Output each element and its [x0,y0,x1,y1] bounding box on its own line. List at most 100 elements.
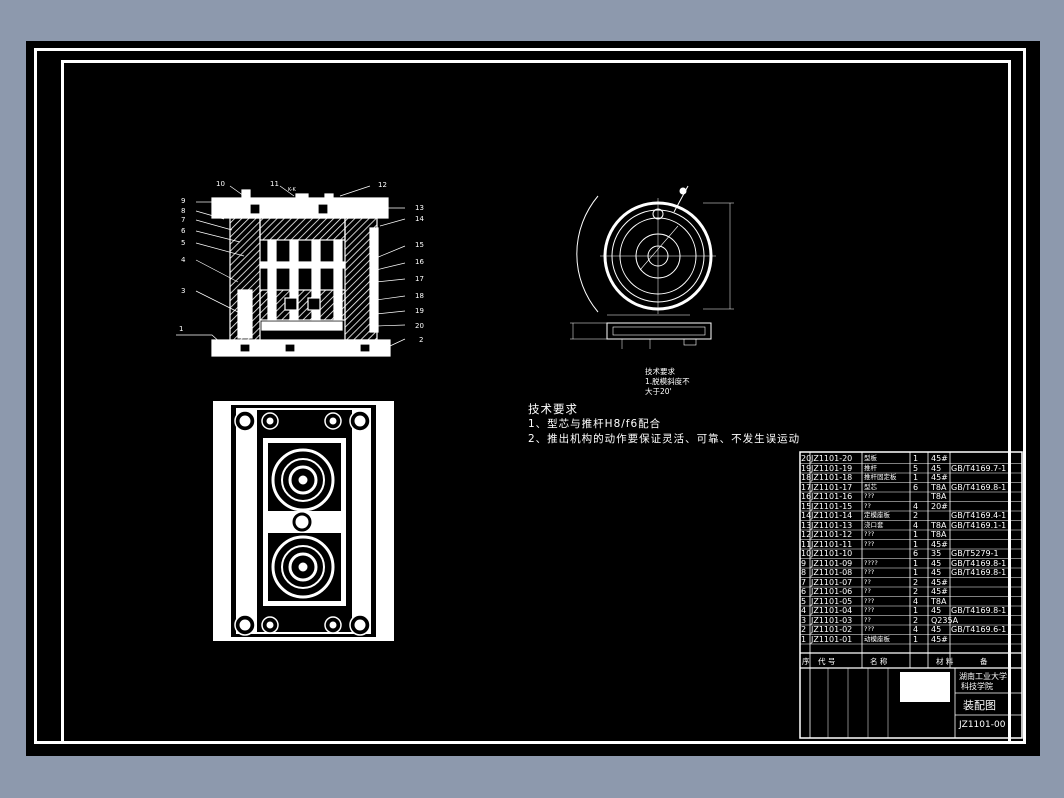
detail-notes: 技术要求 1.脱模斜度不 大于20' [645,366,690,396]
bom-cell-qty: 1 [913,568,919,577]
balloon-label: 8 [181,207,185,215]
detail-note-line: 1.脱模斜度不 [645,376,690,386]
bom-cell-no: 7 [801,577,807,587]
balloon-label: 6 [181,227,186,235]
bom-cell-no: 15 [801,501,812,511]
section-view-balloons: 9 8 7 6 5 4 3 1 10 11 12 K-K 13 14 15 16… [179,180,424,344]
bom-cell-no: 3 [801,615,807,625]
bom-cell-qty: 1 [913,606,919,615]
bom-cell-code: JZ1101-04 [811,606,853,615]
balloon-label: 7 [181,216,185,224]
plan-view [213,401,394,641]
balloon-label: 2 [419,336,423,344]
bom-cell-no: 12 [801,530,812,539]
bom-cell-mat: 45 [931,558,942,568]
bom-cell-no: 10 [801,549,812,558]
balloon-label: 16 [415,258,424,266]
bom-cell-mat: T8A [931,596,947,606]
bom-cell-name: ??? [864,539,875,548]
bom-cell-no: 9 [801,558,807,568]
bom-cell-no: 5 [801,596,807,606]
bom-cell-qty: 4 [913,520,919,530]
bom-cell-no: 2 [801,625,807,634]
bom-cell-mat: 45# [931,473,948,482]
bom-cell-no: 14 [801,511,812,520]
bom-cell-code: JZ1101-08 [811,568,853,577]
bom-cell-mat: 45 [931,606,942,615]
detail-note-line: 大于20' [645,386,672,396]
bom-cell-name: ??? [864,530,875,538]
bom-cell-qty: 5 [913,463,919,473]
bom-cell-code: JZ1101-02 [811,625,853,634]
bom-cell-name: ???? [864,558,878,567]
balloon-label: 11 [270,180,279,188]
bom-cell-std: GB/T4169.8-1 [951,558,1007,568]
bom-cell-code: JZ1101-01 [811,634,853,644]
bom-cell-name: 浇口套 [864,520,884,529]
bom-cell-name: ??? [864,596,875,605]
bom-cell-no: 8 [801,568,807,577]
bom-cell-std: GB/T4169.8-1 [951,568,1007,577]
bom-cell-qty: 1 [913,539,919,549]
bom-cell-std: GB/T4169.8-1 [951,606,1007,615]
bom-cell-code: JZ1101-07 [811,577,853,587]
bom-cell-mat: 45# [931,539,948,549]
balloon-label: 12 [378,181,387,189]
bom-cell-mat: 45# [931,577,948,587]
bom-cell-std: GB/T4169.7-1 [951,463,1007,473]
bom-cell-std: GB/T4169.4-1 [951,511,1007,520]
bom-cell-std: GB/T5279-1 [951,549,999,558]
bom-cell-code: JZ1101-18 [811,473,853,482]
balloon-label: 14 [415,215,424,223]
bom-cell-code: JZ1101-12 [811,530,853,539]
drawing-canvas [26,41,1040,756]
bom-cell-code: JZ1101-03 [811,615,853,625]
bom-cell-mat: 20# [931,501,948,511]
bom-cell-qty: 6 [913,549,919,558]
bom-cell-mat: T8A [931,530,947,539]
bom-cell-name: ??? [864,625,875,633]
bom-cell-no: 16 [801,492,812,501]
bom-cell-no: 11 [801,539,812,549]
bom-cell-code: JZ1101-20 [811,454,853,463]
title-block: 湖南工业大学 科技学院 装配图 JZ1101-00 [955,668,1022,738]
part-detail-view [570,185,734,349]
bom-cell-mat: Q235A [931,615,959,625]
bom-cell-no: 13 [801,520,812,530]
section-view [211,189,391,357]
bom-cell-qty: 4 [913,596,919,606]
balloon-label: 5 [181,239,185,247]
school-name-line2: 科技学院 [961,682,993,691]
bom-cell-name: 推杆 [864,463,877,472]
bom-cell-mat: 45 [931,625,942,634]
bom-cell-std: GB/T4169.6-1 [951,625,1007,634]
bom-cell-code: JZ1101-14 [811,511,853,520]
bom-cell-mat: T8A [931,482,947,492]
bom-cell-name: 型芯 [864,482,877,491]
bom-cell-code: JZ1101-10 [811,549,853,558]
bom-cell-name: 动模座板 [864,634,890,643]
bom-cell-mat: T8A [931,492,947,501]
bom-cell-code: JZ1101-09 [811,558,853,568]
bom-cell-code: JZ1101-11 [811,539,853,549]
bom-cell-code: JZ1101-06 [811,587,853,596]
bom-cell-code: JZ1101-17 [811,482,853,492]
bom-header-no: 序 [802,657,810,666]
balloon-label: 9 [181,197,185,205]
balloon-label: 18 [415,292,424,300]
